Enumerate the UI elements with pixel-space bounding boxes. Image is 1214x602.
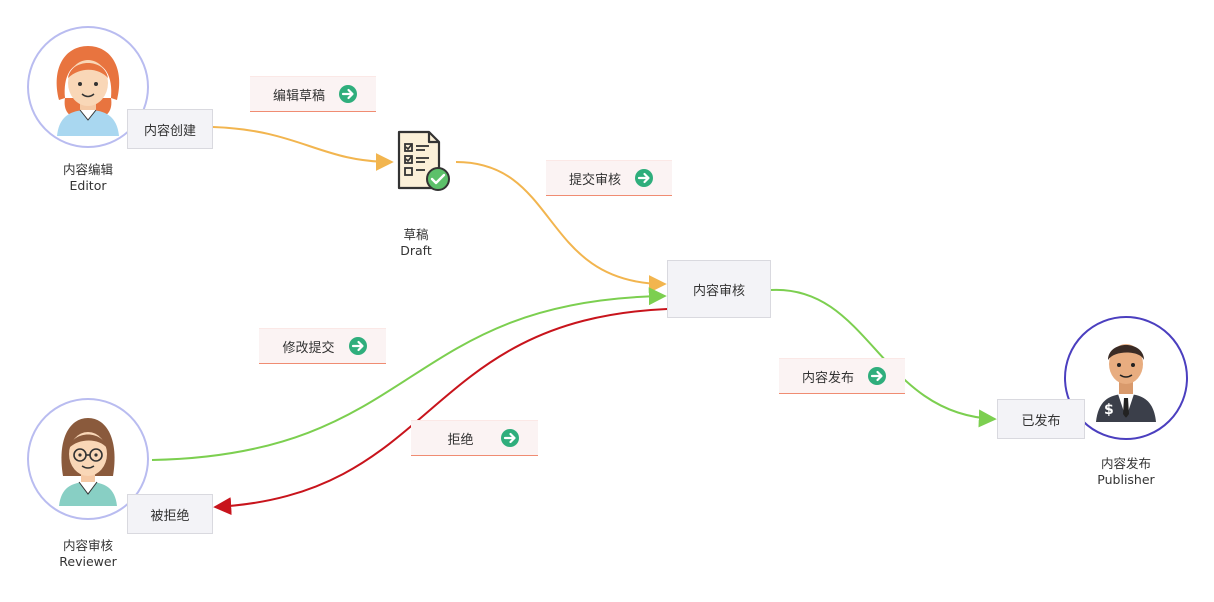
transition-edit-draft-label: 编辑草稿 xyxy=(272,88,325,104)
arrow-circle-right-icon[interactable] xyxy=(634,168,654,188)
transition-publish[interactable]: 内容发布 xyxy=(779,358,905,394)
transition-edit-draft[interactable]: 编辑草稿 xyxy=(250,76,376,112)
publisher-role-zh: 内容发布 xyxy=(1100,456,1151,471)
editor-role-zh: 内容编辑 xyxy=(62,162,113,177)
transition-reject[interactable]: 拒绝 xyxy=(411,420,538,456)
editor-avatar xyxy=(27,26,149,148)
state-create-label: 内容创建 xyxy=(143,123,196,139)
editor-caption: 内容编辑 Editor xyxy=(28,162,148,194)
draft-caption: 草稿 Draft xyxy=(356,227,476,259)
transition-submit-review-label: 提交审核 xyxy=(568,172,621,188)
publisher-role-en: Publisher xyxy=(1097,472,1155,487)
arrow-circle-right-icon[interactable] xyxy=(348,336,368,356)
arrow-circle-right-icon[interactable] xyxy=(338,84,358,104)
edge-reviewer-to-review xyxy=(151,287,667,461)
draft-en: Draft xyxy=(400,243,432,258)
svg-text:$: $ xyxy=(1104,402,1114,418)
transition-revise-submit[interactable]: 修改提交 xyxy=(259,328,386,364)
transition-reject-label: 拒绝 xyxy=(447,432,474,448)
reviewer-caption: 内容审核 Reviewer xyxy=(28,538,148,570)
state-review[interactable]: 内容审核 xyxy=(667,260,771,318)
publisher-caption: 内容发布 Publisher xyxy=(1066,456,1186,488)
female-reviewer-avatar-icon xyxy=(59,418,117,506)
female-editor-avatar-icon xyxy=(56,46,120,136)
state-rejected[interactable]: 被拒绝 xyxy=(127,494,213,534)
businessman-avatar-icon: $ xyxy=(1096,344,1156,422)
checklist-document-icon xyxy=(397,130,450,191)
edge-review-to-published xyxy=(770,288,997,428)
transition-submit-review[interactable]: 提交审核 xyxy=(546,160,672,196)
edge-create-to-draft xyxy=(212,126,394,171)
draft-zh: 草稿 xyxy=(403,227,429,242)
state-published[interactable]: 已发布 xyxy=(997,399,1085,439)
state-review-label: 内容审核 xyxy=(692,283,745,299)
editor-role-en: Editor xyxy=(69,178,107,193)
reviewer-role-en: Reviewer xyxy=(59,554,117,569)
reviewer-role-zh: 内容审核 xyxy=(62,538,113,553)
arrow-circle-right-icon[interactable] xyxy=(867,366,887,386)
state-published-label: 已发布 xyxy=(1021,413,1061,429)
state-create[interactable]: 内容创建 xyxy=(127,109,213,149)
transition-revise-submit-label: 修改提交 xyxy=(282,340,335,356)
state-rejected-label: 被拒绝 xyxy=(150,508,190,524)
arrow-circle-right-icon[interactable] xyxy=(500,428,520,448)
transition-publish-label: 内容发布 xyxy=(801,370,854,386)
